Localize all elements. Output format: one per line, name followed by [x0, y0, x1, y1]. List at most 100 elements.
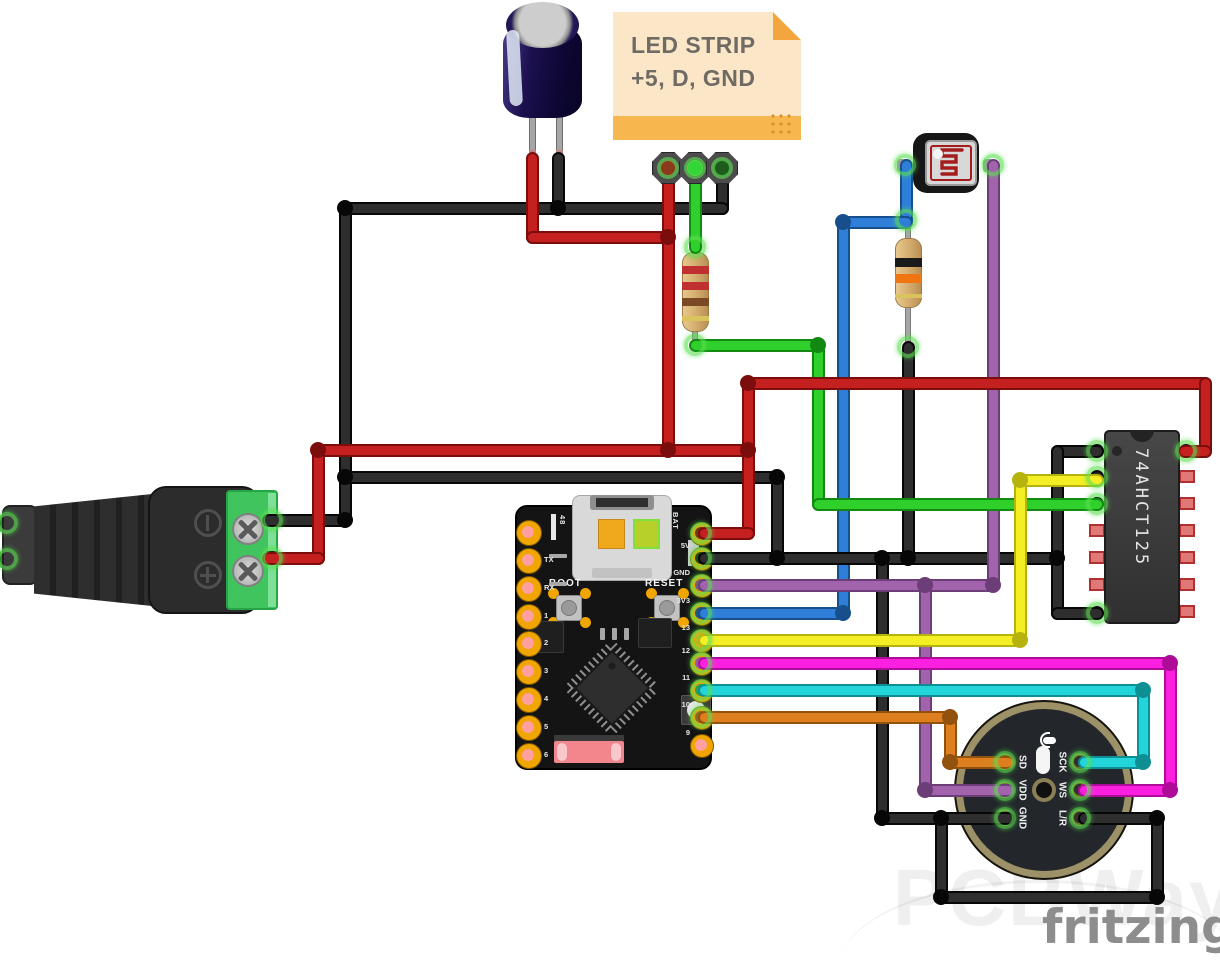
resistor1-band-brown: [682, 298, 709, 306]
junction-dot-black: [769, 550, 785, 566]
mcu-right-pin-label: 3V3: [676, 596, 690, 605]
connection-glow: [690, 706, 712, 728]
power-led-orange: [598, 519, 625, 549]
bat-label: BAT: [671, 512, 680, 530]
mcu-left-pin-label: TX: [544, 555, 554, 564]
connection-glow: [994, 751, 1016, 773]
wire-purple[interactable]: [697, 578, 1000, 592]
connection-glow: [690, 629, 712, 651]
ic-left-pin-stub: [1089, 524, 1105, 537]
sticky-note[interactable]: LED STRIP +5, D, GND: [613, 12, 801, 140]
ic-right-pin-stub: [1179, 524, 1195, 537]
bottom-component: [554, 741, 624, 763]
note-resize-handle[interactable]: [769, 112, 791, 134]
wire-yellow[interactable]: [697, 633, 1027, 647]
wire-red[interactable]: [311, 443, 755, 457]
mcu-left-pad-hole: [522, 526, 534, 538]
connection-glow: [1086, 602, 1108, 624]
mcu-left-pin-label: 6: [544, 750, 549, 759]
junction-dot-green: [810, 337, 826, 353]
microphone-icon: [1031, 726, 1057, 754]
screw-bottom[interactable]: [232, 555, 264, 587]
resistor2-band-gold: [895, 294, 922, 298]
mcu-left-pin-label: 4: [544, 694, 549, 703]
mcu-right-pin-label: 10: [681, 700, 690, 709]
connection-glow: [261, 509, 283, 531]
junction-dot-red: [660, 442, 676, 458]
passive-1: [600, 628, 605, 640]
capacitor-leg-negative: [556, 112, 563, 160]
mcu-right-pin-label: GND: [673, 568, 690, 577]
mcu-left-pad-5[interactable]: [516, 715, 542, 741]
wire-purple[interactable]: [986, 158, 1000, 592]
mic-center-hole: [1032, 778, 1056, 802]
junction-dot-black: [550, 200, 566, 216]
mcu-left-pad-hole: [522, 665, 534, 677]
connection-glow: [1086, 466, 1108, 488]
wire-red[interactable]: [525, 230, 675, 244]
ic-left-pin-stub: [1089, 551, 1105, 564]
header-pin-glow: [657, 157, 679, 179]
connection-glow: [994, 779, 1016, 801]
ic-body[interactable]: [1104, 430, 1180, 624]
resistor1-band-gold: [682, 316, 709, 321]
resistor1-band-red1: [682, 266, 709, 274]
wire-magenta[interactable]: [697, 656, 1177, 670]
connection-glow: [994, 807, 1016, 829]
ldr-highlight: [933, 149, 943, 159]
connection-glow: [261, 547, 283, 569]
ic-pin1-dot: [1112, 446, 1122, 456]
mcu-right-pin-label: 12: [681, 646, 690, 655]
junction-dot-black: [1149, 810, 1165, 826]
junction-dot-orange: [942, 754, 958, 770]
fritzing-logo: fritzing: [1042, 900, 1220, 955]
note-line-2: +5, D, GND: [631, 65, 756, 91]
plus-terminal-icon: [194, 561, 222, 589]
wire-red[interactable]: [311, 443, 325, 565]
mcu-left-pad-6[interactable]: [516, 743, 542, 769]
junction-dot-red: [740, 442, 756, 458]
mic-pin-label-SD: SD: [1016, 755, 1028, 769]
ic-right-pin-stub: [1179, 578, 1195, 591]
wire-black[interactable]: [1050, 444, 1064, 620]
connection-glow: [1069, 779, 1091, 801]
passive-2: [612, 628, 617, 640]
mcu-left-pin-label: RX: [544, 583, 555, 592]
mcu-left-pad-3[interactable]: [516, 659, 542, 685]
mcu-right-pad-hole: [695, 739, 707, 751]
junction-dot-yellow: [1012, 472, 1028, 488]
bottom-component-edge: [554, 735, 624, 741]
junction-dot-magenta: [1162, 655, 1178, 671]
junction-dot-purple: [917, 577, 933, 593]
wire-red[interactable]: [741, 376, 1212, 390]
wire-yellow[interactable]: [1013, 473, 1027, 647]
ic-right-pin-stub: [1179, 605, 1195, 618]
wire-red[interactable]: [661, 161, 675, 457]
wire-black[interactable]: [338, 470, 784, 484]
wire-black[interactable]: [934, 890, 1164, 904]
wire-cyan[interactable]: [697, 683, 1150, 697]
mic-pin-label-GND: GND: [1016, 806, 1028, 830]
wire-red[interactable]: [525, 151, 539, 244]
junction-dot-yellow: [1012, 632, 1028, 648]
connection-glow: [690, 522, 712, 544]
usb-lip-opening: [596, 498, 648, 507]
mcu-left-pad-2[interactable]: [516, 631, 542, 657]
wire-blue[interactable]: [697, 606, 850, 620]
wire-green[interactable]: [811, 497, 1104, 511]
junction-dot-black: [874, 810, 890, 826]
wire-magenta[interactable]: [1163, 656, 1177, 797]
mcu-right-pin-label: 5V: [680, 541, 690, 550]
wire-red[interactable]: [741, 376, 755, 540]
junction-dot-black: [900, 550, 916, 566]
wire-orange[interactable]: [697, 710, 957, 724]
connection-glow: [690, 679, 712, 701]
passive-4: [549, 554, 567, 558]
mic-pin-label-WS: WS: [1056, 781, 1068, 799]
wire-black[interactable]: [901, 340, 915, 565]
mic-pin-label-SCK: SCK: [1056, 751, 1068, 773]
wire-green[interactable]: [688, 338, 825, 352]
plug-taper[interactable]: [34, 494, 152, 606]
wire-green[interactable]: [811, 338, 825, 511]
